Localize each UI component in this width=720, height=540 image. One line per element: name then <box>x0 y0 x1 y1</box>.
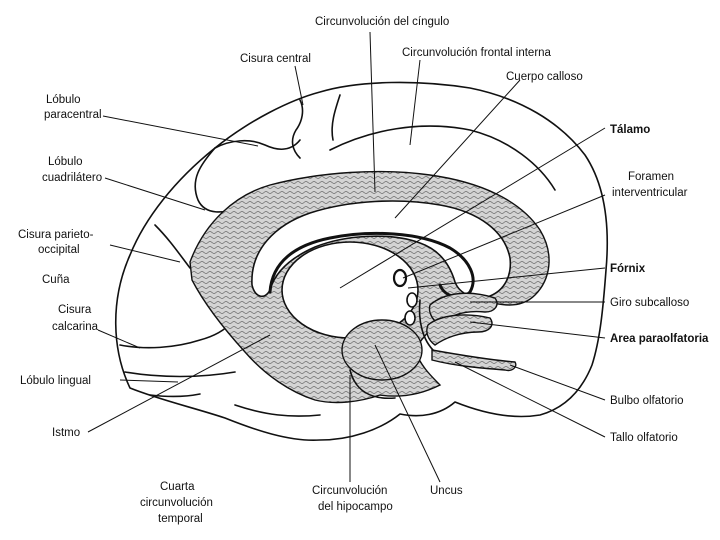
label-cisura-parieto-2: occipital <box>38 244 80 256</box>
paraolfactory-outline <box>418 299 436 353</box>
label-lobulo-paracentral-2: paracentral <box>44 109 102 121</box>
label-cuarta-1: Cuarta <box>160 481 195 493</box>
leader-tallo-olfatorio <box>454 361 606 438</box>
label-cuarta-2: circunvolución <box>140 497 213 509</box>
leader-calcarina <box>97 329 141 349</box>
hippocampus-line <box>349 369 396 399</box>
leader-frontal-interna <box>409 59 421 146</box>
frontal-inner-line <box>329 125 556 191</box>
label-uncus: Uncus <box>430 485 463 497</box>
subcallosal-oval-2 <box>404 310 416 326</box>
leader-uncus <box>374 344 441 483</box>
label-cuerpo-calloso: Cuerpo calloso <box>506 71 583 83</box>
label-lobulo-lingual: Lóbulo lingual <box>20 375 91 387</box>
label-circ-hipocampo-1: Circunvolución <box>312 485 387 497</box>
leader-fornix <box>407 267 606 289</box>
label-lobulo-cuadrilatero-1: Lóbulo <box>48 156 83 168</box>
leader-istmo <box>87 334 271 433</box>
leader-talamo <box>339 127 606 289</box>
central-sulcus-line <box>291 99 304 159</box>
label-cisura-calcarina-1: Cisura <box>58 304 92 316</box>
label-giro-subcalloso: Giro subcalloso <box>610 297 689 309</box>
interventricular-foramen <box>392 268 408 288</box>
leader-foramen <box>402 194 606 279</box>
label-cisura-parieto-1: Cisura parieto- <box>18 229 94 241</box>
label-foramen-1: Foramen <box>628 171 674 183</box>
frontal-gyrus-line <box>331 94 341 141</box>
label-tallo-olfatorio: Tallo olfatorio <box>610 432 678 444</box>
label-lobulo-cuadrilatero-2: cuadrilátero <box>42 172 102 184</box>
leader-paracentral <box>102 115 259 147</box>
leader-cisura-central <box>294 65 304 106</box>
temporal-line <box>234 404 321 417</box>
label-lobulo-paracentral-1: Lóbulo <box>46 94 81 106</box>
label-talamo: Tálamo <box>610 124 650 136</box>
label-cisura-central: Cisura central <box>240 53 311 65</box>
leader-circ-cingulo <box>369 31 376 193</box>
label-circ-cingulo: Circunvolución del cíngulo <box>315 16 449 28</box>
leader-lobulo-lingual <box>119 379 179 383</box>
uncus-region <box>341 319 423 381</box>
label-circ-hipocampo-2: del hipocampo <box>318 501 393 513</box>
label-cuna: Cuña <box>42 274 70 286</box>
olfactory-tract <box>431 349 517 372</box>
label-foramen-2: interventricular <box>612 187 688 199</box>
label-bulbo-olfatorio: Bulbo olfatorio <box>610 395 684 407</box>
lingual-line <box>124 371 236 378</box>
subcallosal-oval-1 <box>406 292 418 308</box>
parieto-occipital-sulcus <box>154 224 191 269</box>
label-cisura-calcarina-2: calcarina <box>52 321 99 333</box>
label-area-paraolfatoria: Area paraolfatoria <box>610 333 709 345</box>
paracentral-sulcus <box>214 139 301 150</box>
leader-parieto <box>109 244 181 263</box>
leader-bulbo-olfatorio <box>509 364 606 401</box>
leader-cuerpo-calloso <box>394 79 521 219</box>
leader-cuadrilatero <box>104 177 206 211</box>
label-frontal-interna: Circunvolución frontal interna <box>402 47 552 59</box>
paraolfactory-area <box>426 314 493 346</box>
label-fornix: Fórnix <box>610 263 646 275</box>
label-istmo: Istmo <box>52 427 80 439</box>
leader-area-paraolfatoria <box>469 321 606 339</box>
label-cuarta-3: temporal <box>158 513 203 525</box>
calcarine-sulcus <box>119 321 233 349</box>
